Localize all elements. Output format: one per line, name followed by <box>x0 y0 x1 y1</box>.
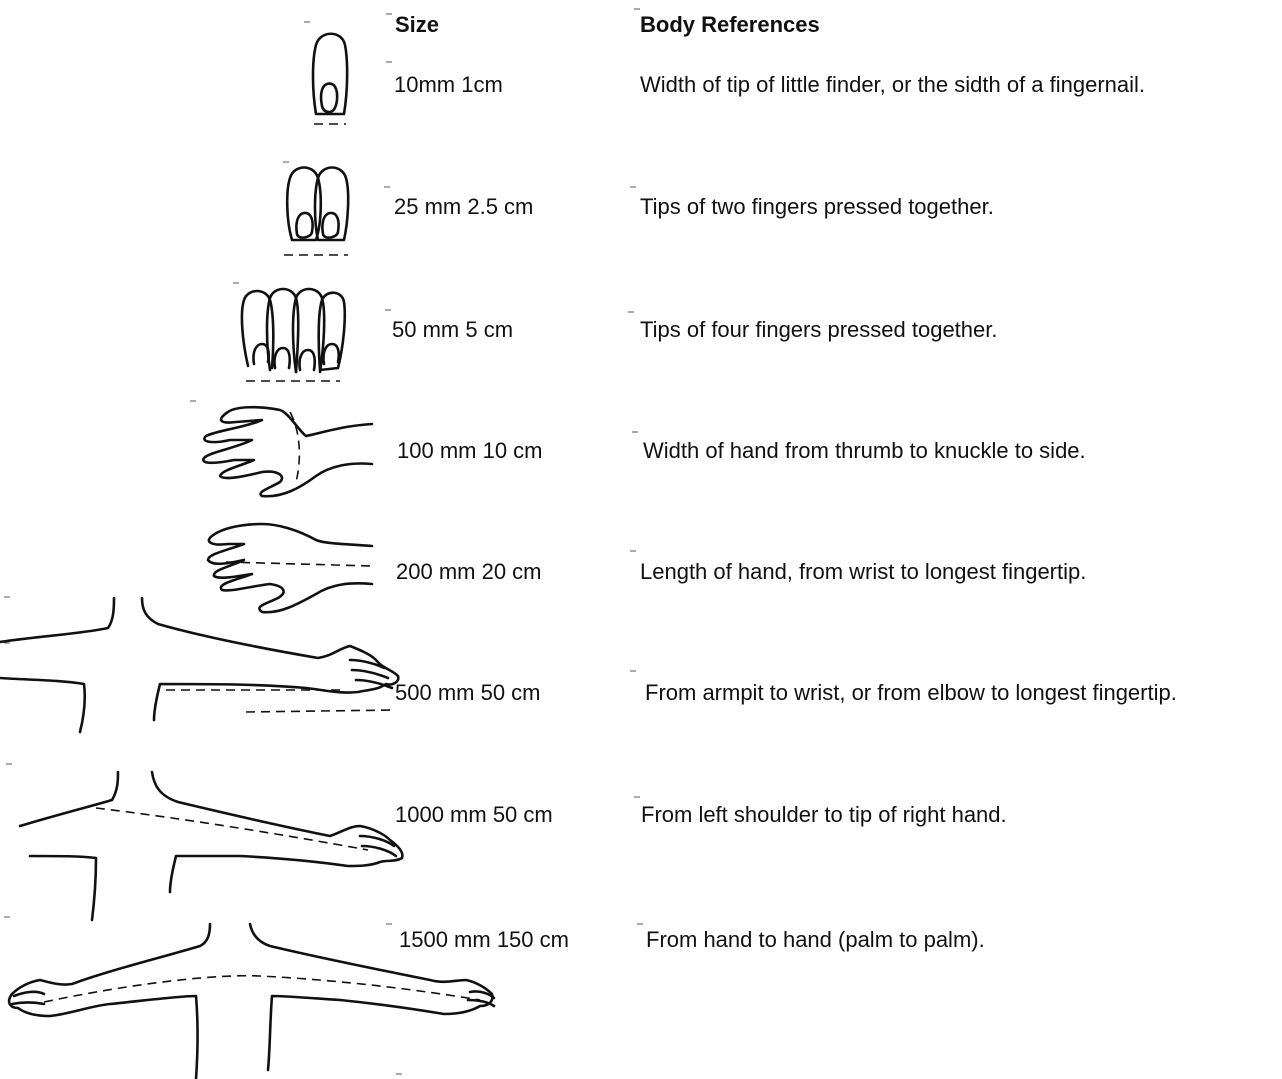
row-3-reference: Tips of four fingers pressed together. <box>640 317 998 343</box>
row-7-reference: From left shoulder to tip of right hand. <box>641 802 1007 828</box>
row-7-size: 1000 mm 50 cm <box>395 802 553 828</box>
hand-width-icon <box>203 407 372 496</box>
shoulder-to-hand-icon <box>20 772 402 920</box>
size-column-header: Size <box>395 12 439 38</box>
references-column-header: Body References <box>640 12 820 38</box>
row-5-size: 200 mm 20 cm <box>396 559 542 585</box>
row-4-reference: Width of hand from thrumb to knuckle to … <box>643 438 1086 464</box>
row-4-size: 100 mm 10 cm <box>397 438 543 464</box>
four-fingertips-icon <box>242 289 345 381</box>
one-fingertip-icon <box>313 34 347 124</box>
row-8-size: 1500 mm 150 cm <box>399 927 569 953</box>
forearm-length-icon <box>0 598 398 732</box>
row-1-reference: Width of tip of little finder, or the si… <box>640 72 1145 98</box>
two-fingertips-icon <box>284 168 348 256</box>
row-2-reference: Tips of two fingers pressed together. <box>640 194 994 220</box>
hand-length-icon <box>208 524 372 612</box>
row-8-reference: From hand to hand (palm to palm). <box>646 927 985 953</box>
row-6-reference: From armpit to wrist, or from elbow to l… <box>645 680 1177 706</box>
row-2-size: 25 mm 2.5 cm <box>394 194 533 220</box>
row-3-size: 50 mm 5 cm <box>392 317 513 343</box>
row-1-size: 10mm 1cm <box>394 72 503 98</box>
row-5-reference: Length of hand, from wrist to longest fi… <box>640 559 1086 585</box>
row-6-size: 500 mm 50 cm <box>395 680 541 706</box>
